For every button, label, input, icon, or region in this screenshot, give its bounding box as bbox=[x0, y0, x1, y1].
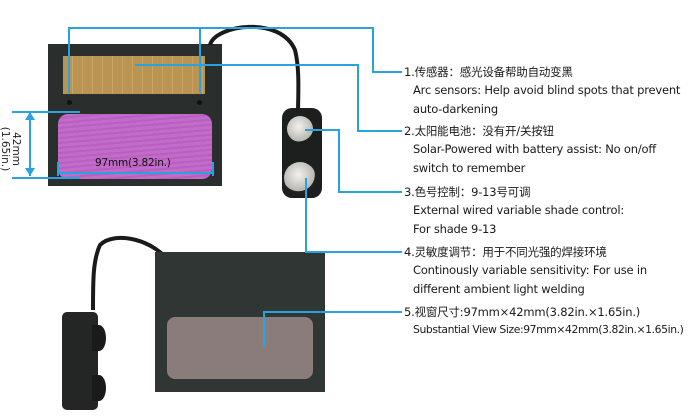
bottom-knob-1 bbox=[92, 325, 106, 351]
view-window-dark bbox=[167, 317, 313, 379]
feature-1-en2: auto-darkening bbox=[413, 102, 498, 116]
callout-2-vert bbox=[357, 64, 359, 130]
callout-1-vert bbox=[372, 27, 374, 71]
dim-height-in: (1.65in.) bbox=[0, 126, 12, 172]
dim-width-tick-right bbox=[212, 162, 214, 176]
dim-width-label: 97mm(3.82in.) bbox=[95, 157, 171, 169]
bottom-knob-2 bbox=[92, 375, 106, 401]
feature-3-en2: For shade 9-13 bbox=[413, 222, 497, 236]
bottom-filter-body bbox=[155, 252, 325, 392]
feature-3-cn: 3.色号控制：9-13号可调 bbox=[404, 185, 531, 199]
callout-2-end bbox=[357, 130, 402, 132]
dim-height-bottom-line bbox=[12, 177, 80, 179]
callout-1-end bbox=[372, 71, 402, 73]
feature-3-en1: External wired variable shade control: bbox=[413, 203, 625, 217]
dim-width-line bbox=[58, 172, 213, 174]
feature-2-en2: switch to remember bbox=[413, 161, 526, 175]
callout-3-end bbox=[338, 191, 402, 193]
sensor-dot-right bbox=[197, 100, 202, 105]
shade-knob[interactable] bbox=[284, 162, 316, 194]
callout-4-line bbox=[305, 178, 307, 251]
feature-1-cn: 1.传感器：感光设备帮助自动变黑 bbox=[404, 65, 573, 79]
callout-2-line bbox=[135, 64, 357, 66]
callout-3-line bbox=[305, 129, 338, 131]
dim-height-top-line bbox=[12, 111, 80, 113]
callout-4-end bbox=[305, 251, 402, 253]
callout-1-line bbox=[68, 27, 372, 29]
sensor-dot-left bbox=[67, 100, 72, 105]
dim-width-tick-left bbox=[57, 162, 59, 176]
callout-5-line bbox=[263, 311, 402, 313]
feature-4-en2: different ambient light welding bbox=[413, 282, 585, 296]
feature-4-cn: 4.灵敏度调节：用于不同光强的焊接环境 bbox=[404, 245, 607, 259]
top-filter-body: 97mm(3.82in.) bbox=[48, 44, 222, 186]
callout-1-drop-left bbox=[68, 27, 70, 93]
arrow-up-icon bbox=[25, 112, 35, 120]
view-window-magenta bbox=[58, 114, 212, 179]
feature-4-en1: Continously variable sensitivity: For us… bbox=[413, 263, 647, 277]
feature-2-cn: 2.太阳能电池：没有开/关按钮 bbox=[404, 124, 554, 138]
dim-height-label: 42mm (1.65in.) bbox=[0, 126, 23, 172]
feature-5-en1: Substantial View Size:97mm×42mm(3.82in.×… bbox=[413, 323, 684, 336]
callout-1-drop-right bbox=[199, 27, 201, 93]
feature-2-en1: Solar-Powered with battery assist: No on… bbox=[413, 142, 657, 156]
callout-5-vert bbox=[263, 311, 265, 347]
cable-top bbox=[208, 24, 301, 116]
dim-height-line bbox=[29, 112, 31, 176]
feature-1-en1: Arc sensors: Help avoid blind spots that… bbox=[413, 83, 681, 97]
feature-5-cn: 5.视窗尺寸:97mm×42mm(3.82in.×1.65in.) bbox=[404, 305, 641, 319]
dim-height-mm: 42mm bbox=[10, 132, 23, 166]
callout-3-vert bbox=[338, 129, 340, 191]
arc-sensor-panel bbox=[63, 56, 205, 94]
cable-bottom bbox=[91, 235, 172, 311]
arrow-down-icon bbox=[25, 168, 35, 176]
